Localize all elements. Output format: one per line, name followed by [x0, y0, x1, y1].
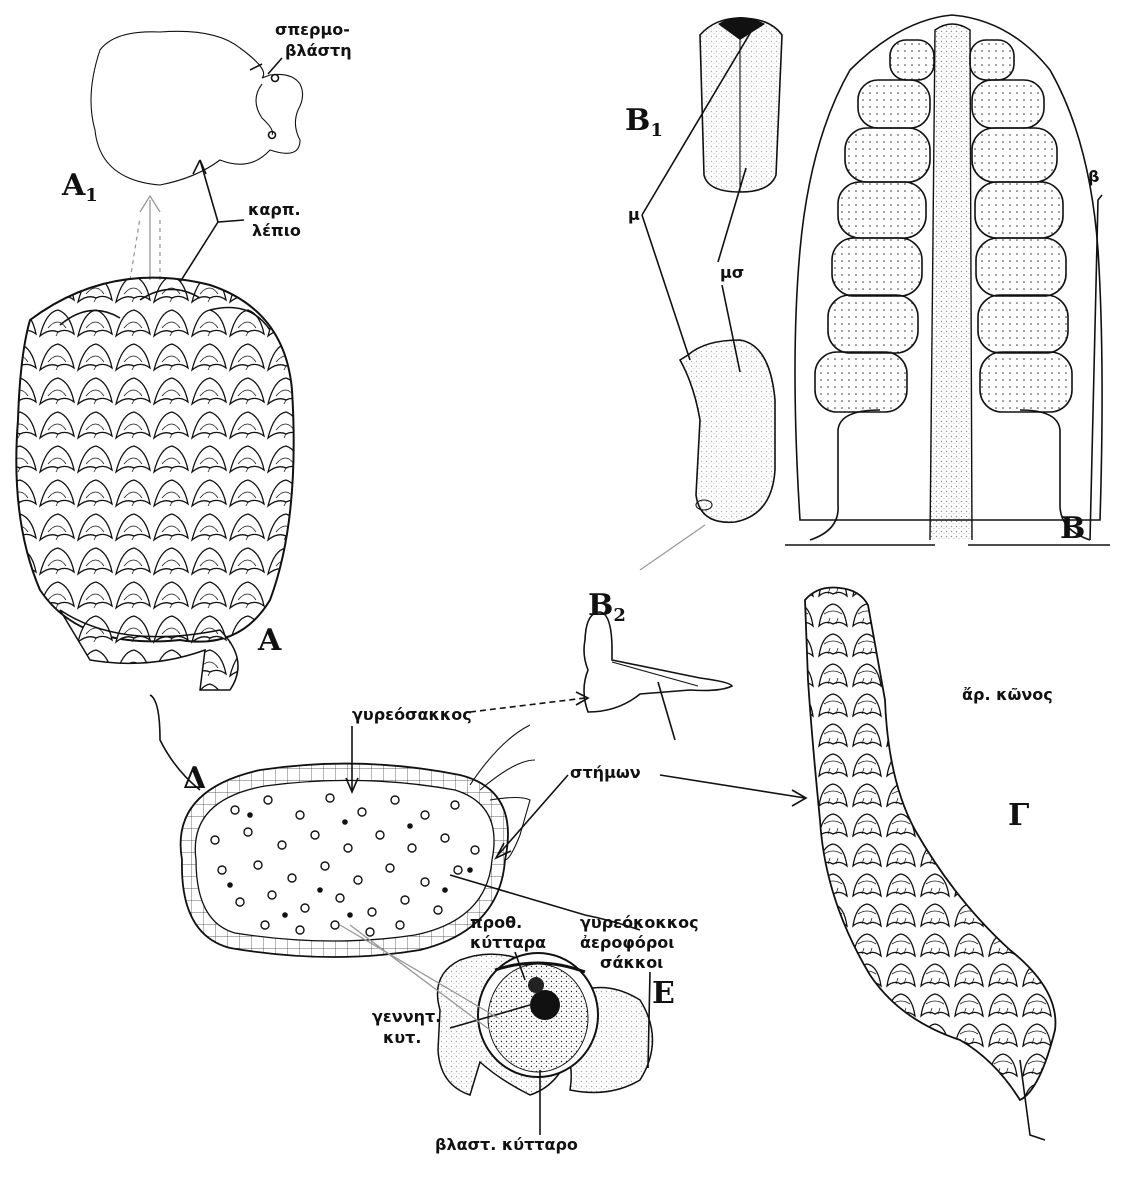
pointer-stimon-gamma [660, 775, 806, 806]
male-cone-section-drawing [785, 15, 1110, 545]
stamen-drawing [584, 612, 732, 712]
microsporophyll-side-drawing [680, 340, 775, 522]
pointer-karp [175, 160, 244, 290]
label-proth-2: κύτταρα [470, 933, 546, 952]
label-aerofor-2: σάκκοι [600, 953, 663, 972]
label-ar-konos: ἄρ. κῶνος [962, 685, 1053, 704]
label-spermoblasti-2: βλάστη [285, 41, 352, 60]
label-proth-1: προθ. [470, 913, 522, 932]
label-vlast: βλαστ. κύτταρο [435, 1135, 578, 1154]
female-cone-drawing [16, 278, 293, 690]
arrow-cone-to-scale [140, 196, 160, 280]
label-beta: β [1088, 167, 1099, 186]
panel-label-A1: A1 [61, 168, 98, 206]
pointer-gyreosakkos [346, 726, 358, 792]
label-aerofor-1: ἀεροφόροι [580, 933, 675, 952]
panel-label-B: B [1060, 511, 1085, 546]
panel-label-Gamma: Γ [1008, 798, 1029, 833]
pointer-spermoblasti [268, 58, 282, 74]
arrow-stamen-zoom [640, 525, 705, 570]
label-musigma: μσ [720, 263, 744, 282]
panel-label-A: A [257, 623, 282, 658]
label-stimon: στήμων [570, 763, 641, 782]
label-gennit-1: γεννητ. [372, 1007, 441, 1026]
panel-label-B2: B2 [588, 588, 626, 626]
panel-label-E: E [652, 976, 675, 1011]
label-karp-1: καρπ. [248, 200, 301, 219]
male-cone-drawing [805, 588, 1055, 1141]
label-mu: μ [628, 205, 640, 224]
label-gyreosakkos: γυρεόσακκος [352, 705, 472, 724]
seed-ovule-top [272, 75, 279, 82]
pollen-grain-drawing [438, 953, 653, 1095]
label-gennit-2: κυτ. [383, 1028, 421, 1047]
microsporophyll-top-drawing [700, 17, 782, 192]
panel-label-B1: B1 [625, 103, 663, 141]
label-karp-2: λέπιο [252, 221, 301, 240]
seed-scale-drawing [91, 31, 303, 185]
label-spermoblasti-1: σπερμο- [275, 20, 350, 39]
panel-label-Delta: Δ [183, 761, 206, 796]
